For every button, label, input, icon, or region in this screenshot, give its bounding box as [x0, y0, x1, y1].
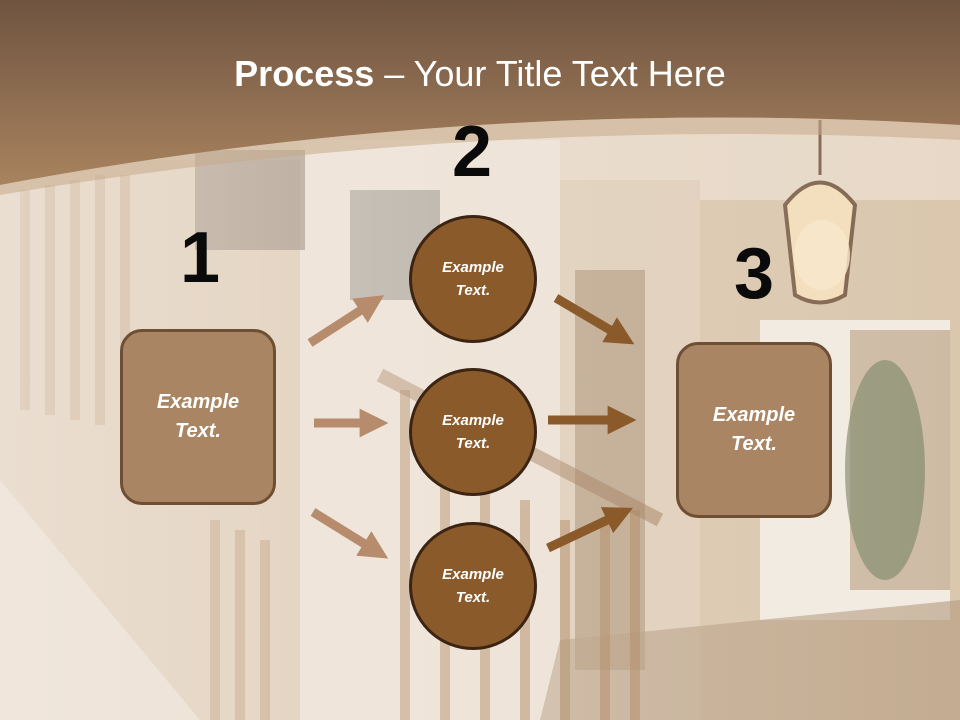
step-number-3: 3 [733, 234, 775, 314]
step-2-text-top: Example Text. [442, 259, 504, 299]
step-number-1: 1 [179, 218, 221, 298]
step-1-box: Example Text. [120, 329, 276, 505]
step-2-circle-bottom: Example Text. [409, 522, 537, 650]
title-rest: – Your Title Text Here [374, 53, 726, 94]
arrow-2a-to-3 [553, 294, 635, 345]
step-2-text-bottom: Example Text. [442, 566, 504, 606]
slide-title: Process – Your Title Text Here [0, 52, 960, 96]
arrow-1-to-2c [310, 508, 389, 559]
arrow-2c-to-3 [546, 507, 634, 553]
step-1-text: Example Text. [156, 391, 240, 442]
title-bold: Process [234, 53, 375, 94]
step-2-circle-middle: Example Text. [409, 368, 537, 496]
arrow-1-to-2a [307, 295, 385, 347]
step-3-text: Example Text. [712, 404, 796, 455]
step-3-box: Example Text. [676, 342, 832, 518]
step-number-2: 2 [451, 112, 493, 192]
step-2-circle-top: Example Text. [409, 215, 537, 343]
step-2-text-middle: Example Text. [442, 412, 504, 452]
